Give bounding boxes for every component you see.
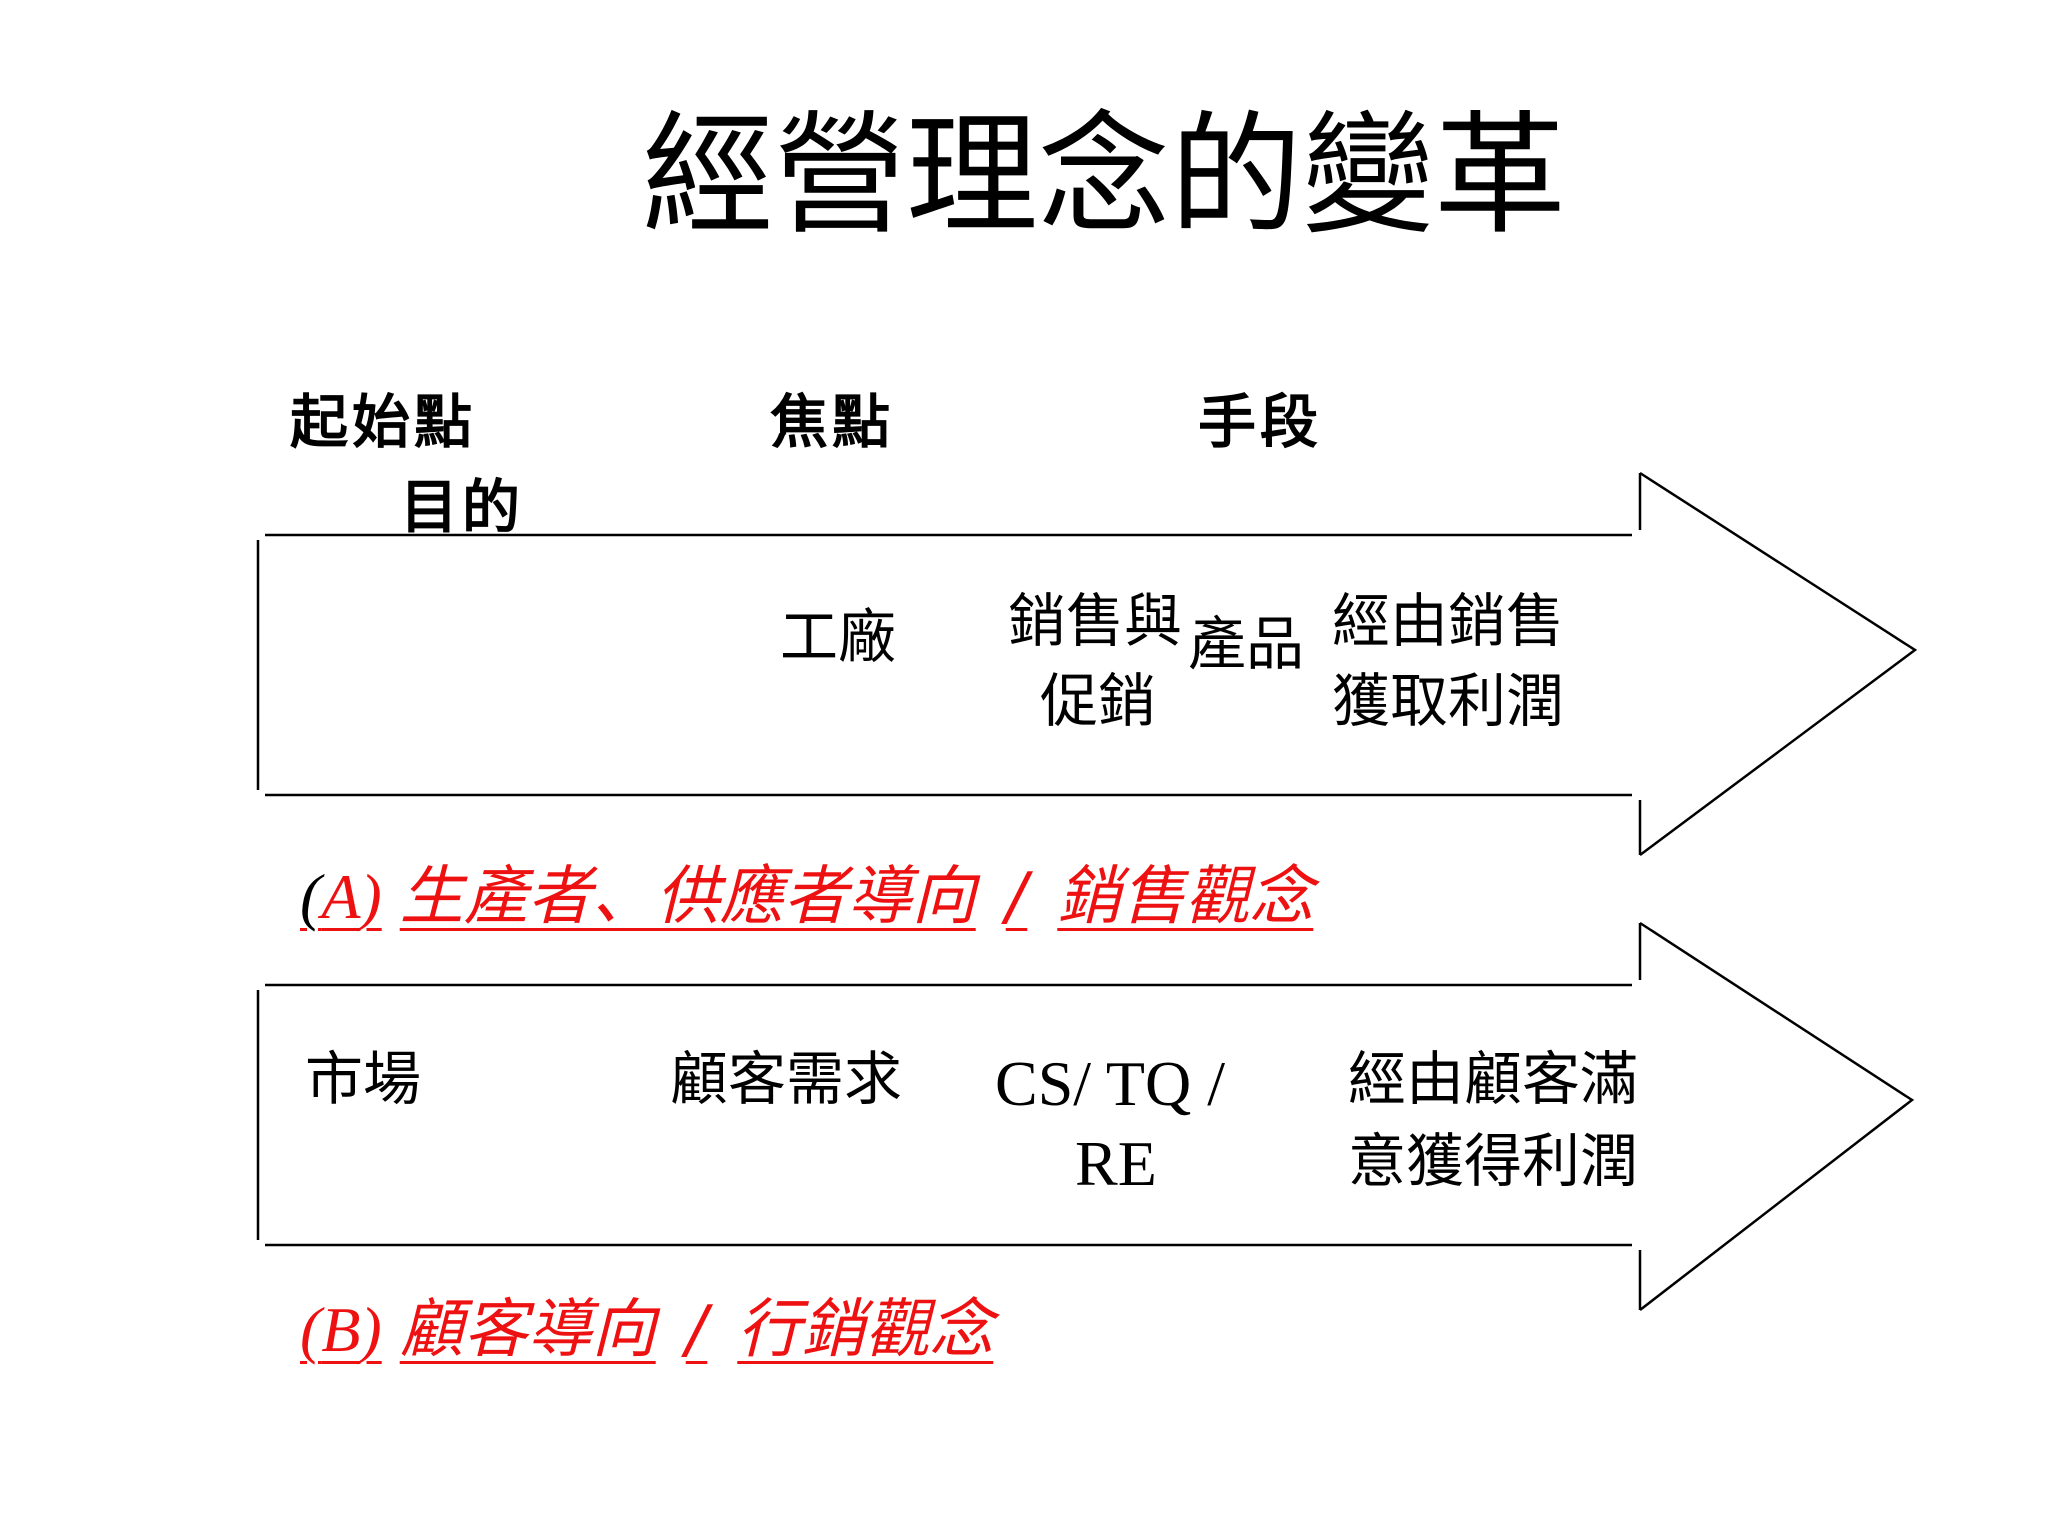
header-purpose: 目的 [400,473,525,541]
arrow-b [256,921,1915,1311]
row-a-means-line2: 促銷 [1040,667,1157,735]
header-focus: 焦點 [770,388,895,456]
header-start: 起始點 [290,388,477,456]
caption-a-concept: 銷售觀念 [1057,860,1314,934]
row-a-purpose-line1: 經由銷售 [1332,587,1565,655]
row-b-means-line2: RE [1075,1128,1157,1199]
arrow-b-head [1639,921,1915,1311]
caption-b-slash: / [685,1293,708,1367]
caption-b-open-paren: ( [300,1294,322,1365]
row-a-means-overlap: 產品 [1188,610,1305,678]
arrow-a-head [1639,471,1918,857]
row-b-focus: 顧客需求 [670,1045,903,1113]
row-a-means-line1: 銷售與 [1008,587,1183,655]
caption-b-concept: 行銷觀念 [737,1293,994,1367]
row-b-purpose-line2: 意獲得利潤 [1348,1127,1639,1195]
row-b-means-line1: CS/ TQ / [995,1048,1225,1119]
page-title: 經營理念的變革 [642,99,1566,253]
caption-b-letter: B [321,1294,361,1365]
arrow-a [256,471,1918,857]
caption-a: (A)生產者、供應者導向/銷售觀念 [300,865,1313,930]
row-b-purpose-line1: 經由顧客滿 [1348,1045,1639,1113]
caption-a-text: 生產者、供應者導向 [399,860,976,934]
row-a-focus: 工廠 [780,603,897,671]
header-means: 手段 [1198,388,1323,456]
caption-a-close-paren: ) [360,861,382,932]
caption-a-open-paren: ( [300,861,322,932]
row-a-purpose-line2: 獲取利潤 [1332,667,1565,735]
caption-a-letter: A [321,861,361,932]
caption-b-close-paren: ) [360,1294,382,1365]
caption-a-slash: / [1005,860,1028,934]
caption-b-text: 顧客導向 [399,1293,656,1367]
row-b-start: 市場 [305,1045,422,1113]
caption-b: (B)顧客導向/行銷觀念 [300,1298,993,1363]
